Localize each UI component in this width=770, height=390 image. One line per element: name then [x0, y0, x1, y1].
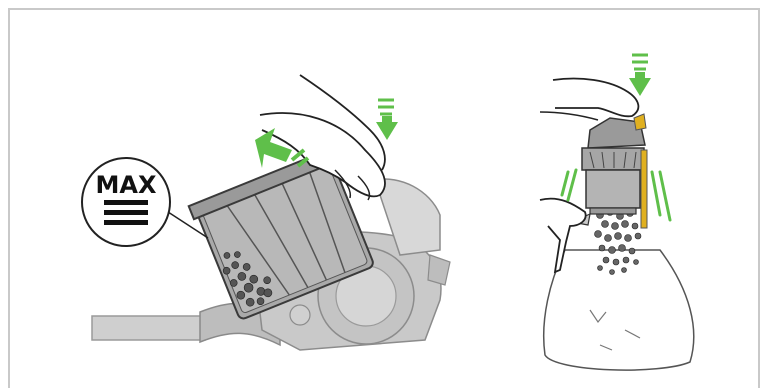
hand-holding-bag [539, 197, 587, 274]
lift-arrow-icon [255, 128, 310, 168]
hand-lifting-bin [259, 112, 386, 198]
emptied-bin [569, 113, 648, 229]
hand-pressing-button [552, 77, 640, 118]
falling-debris [594, 208, 642, 275]
max-label: MAX [96, 171, 157, 199]
dust-bin [187, 146, 374, 320]
vacuum-scene: MAX [81, 74, 451, 351]
waste-bag [542, 249, 695, 371]
emptying-scene [539, 53, 695, 371]
press-down-arrow-icon [376, 98, 398, 140]
vacuum-wand [91, 315, 206, 341]
max-level-marker: MAX [81, 157, 209, 247]
press-down-arrow-icon [629, 53, 651, 96]
shake-lines-icon [560, 168, 672, 222]
release-button [640, 149, 648, 229]
vacuum-handle [374, 178, 441, 256]
